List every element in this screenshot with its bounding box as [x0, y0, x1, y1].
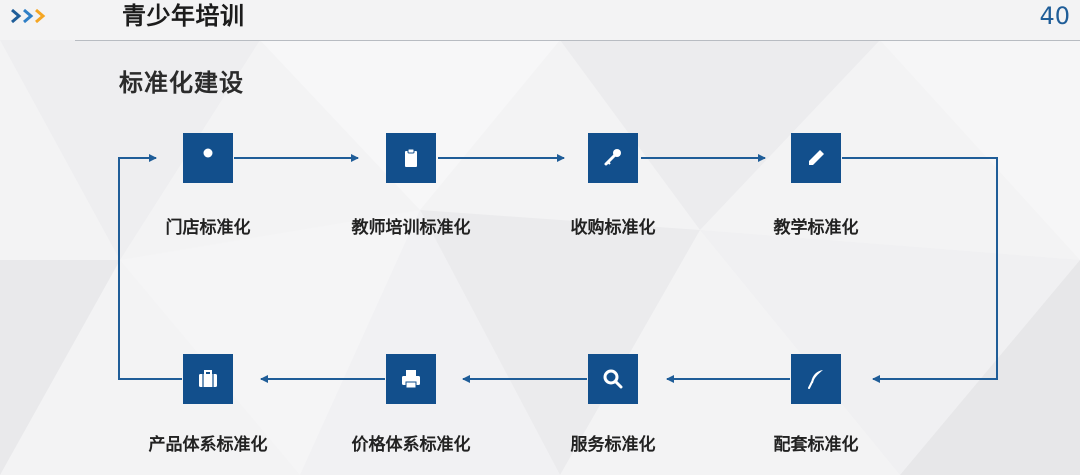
step-node-acquisition[interactable] — [588, 133, 638, 183]
step-label: 教学标准化 — [773, 218, 859, 238]
header-bar: 青少年培训 40 — [0, 0, 1080, 42]
pencil-icon — [809, 150, 824, 165]
header-divider — [75, 40, 1080, 41]
step-node-product-system[interactable] — [183, 354, 233, 404]
section-title: 标准化建设 — [119, 69, 244, 97]
step-label: 收购标准化 — [570, 218, 656, 238]
step-node-service[interactable] — [588, 354, 638, 404]
clipboard-icon — [405, 148, 417, 167]
chevron-right-icon — [11, 8, 46, 24]
step-node-teaching[interactable] — [791, 133, 841, 183]
step-label: 价格体系标准化 — [351, 435, 471, 455]
printer-icon — [402, 370, 420, 389]
header-title: 青少年培训 — [122, 2, 245, 30]
key-icon — [604, 149, 621, 166]
search-icon — [603, 369, 623, 389]
step-node-teacher-training[interactable] — [386, 133, 436, 183]
step-label: 教师培训标准化 — [351, 218, 471, 238]
step-label: 产品体系标准化 — [148, 435, 268, 455]
step-label: 配套标准化 — [773, 435, 859, 455]
step-node-store[interactable] — [183, 133, 233, 183]
step-label: 服务标准化 — [570, 435, 656, 455]
step-label: 门店标准化 — [165, 218, 251, 238]
page-number: 40 — [1039, 2, 1070, 30]
step-node-supporting[interactable] — [791, 354, 841, 404]
dot-icon — [203, 148, 213, 158]
briefcase-icon — [199, 370, 217, 387]
step-node-price-system[interactable] — [386, 354, 436, 404]
feather-icon — [808, 370, 823, 389]
